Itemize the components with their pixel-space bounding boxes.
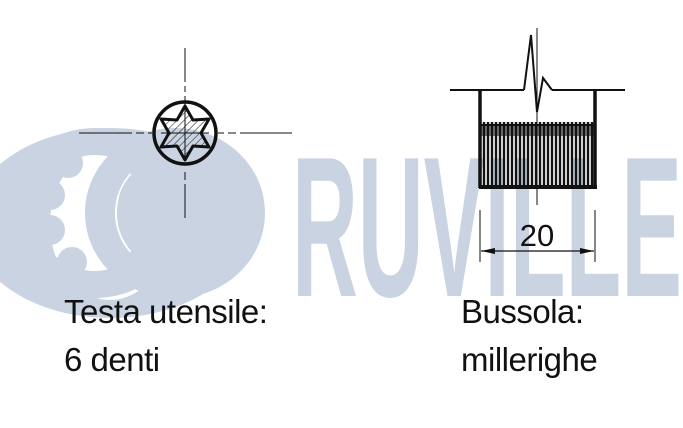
dimension-value: 20 bbox=[520, 218, 554, 253]
tool-head-caption-line2: 6 denti bbox=[64, 341, 160, 378]
dimension-20: 20 bbox=[479, 210, 596, 262]
serrated-socket-icon bbox=[450, 28, 625, 205]
socket-caption-line2: millerighe bbox=[461, 341, 598, 378]
tool-head-caption-line1: Testa utensile: bbox=[64, 293, 268, 330]
torx-star-icon bbox=[79, 48, 292, 218]
ruville-logo-icon bbox=[0, 128, 265, 318]
socket-caption-line1: Bussola: bbox=[461, 293, 584, 330]
